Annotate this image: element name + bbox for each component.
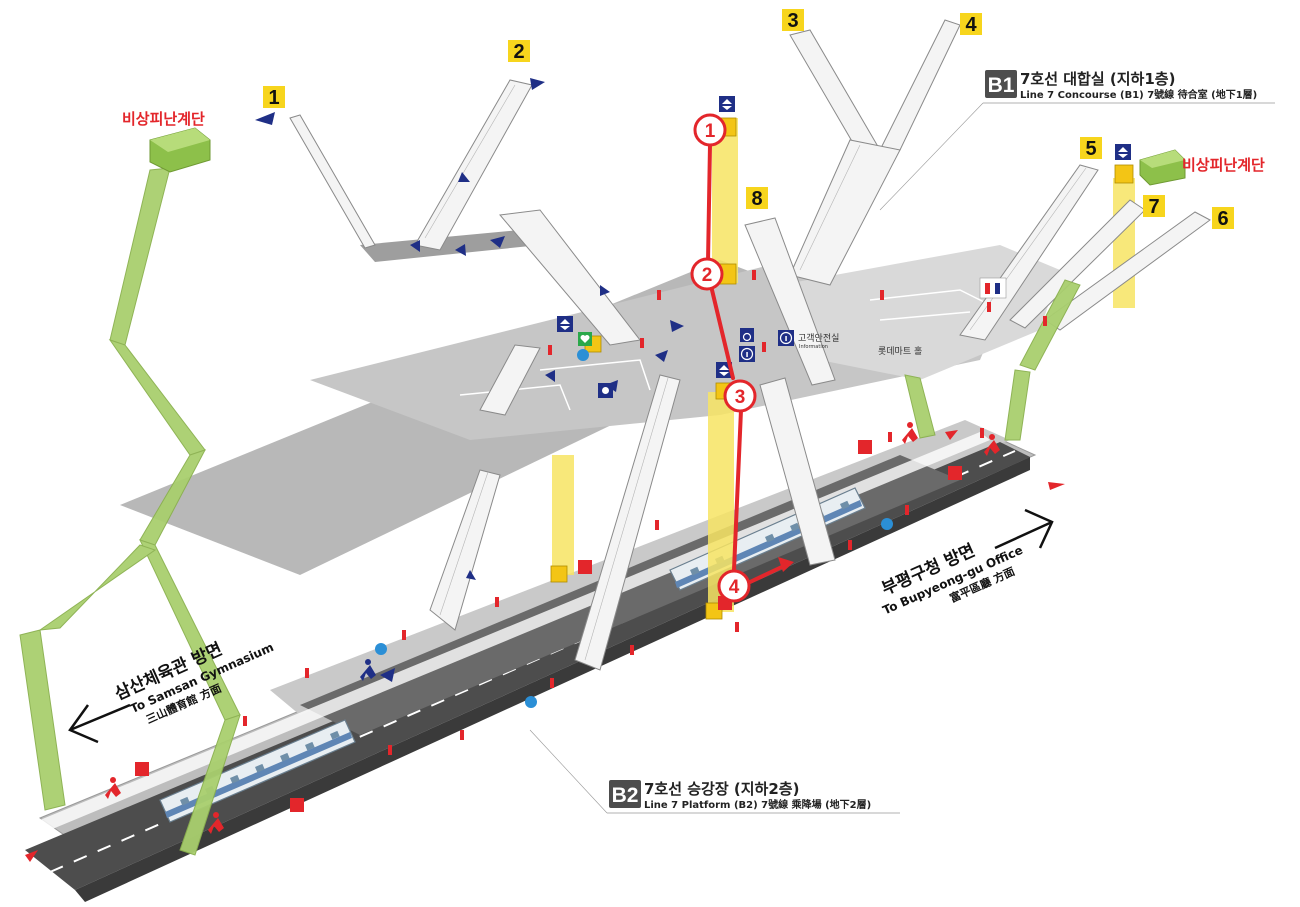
exit-8[interactable]: 8 xyxy=(746,187,768,210)
svg-text:8: 8 xyxy=(751,188,762,210)
escalator-exit-4 xyxy=(879,19,961,151)
direction-right: 부평구청 방면 To Bupyeong-gu Office 富平區廳 方面 xyxy=(878,540,1024,618)
level-b2-title: 7호선 승강장 (지하2층) xyxy=(644,780,799,798)
baby-care-icon xyxy=(598,383,613,398)
walkway-arrows xyxy=(255,78,684,682)
route-arrow-head xyxy=(778,557,794,572)
emergency-exit-signs xyxy=(105,422,1000,834)
info-center-label-en: Information xyxy=(799,344,828,350)
emergency-shaft-left-e xyxy=(179,714,241,856)
exit-6[interactable]: 6 xyxy=(1212,207,1234,230)
route-step-2: 2 xyxy=(690,257,724,291)
elevator-icon xyxy=(719,96,735,112)
svg-text:4: 4 xyxy=(729,577,740,598)
lotte-mart-label: 롯데마트 홀 xyxy=(878,345,922,357)
elevator-shaft-center-upper xyxy=(712,118,738,283)
level-b1-badge: B1 xyxy=(988,74,1015,97)
emergency-shaft-right-c xyxy=(904,374,936,439)
exit-labels: 1 2 3 4 5 6 7 8 xyxy=(263,9,1234,230)
level-b1-subtitle: Line 7 Concourse (B1) 7號線 待合室 (地下1層) xyxy=(1020,88,1257,101)
emergency-exit-sign-blue xyxy=(360,659,376,681)
route-step-1: 1 xyxy=(693,113,727,147)
svg-text:2: 2 xyxy=(513,41,524,63)
level-b2-caption: B2 7호선 승강장 (지하2층) Line 7 Platform (B2) 7… xyxy=(529,729,900,814)
svg-text:4: 4 xyxy=(965,14,977,36)
emergency-shaft-left-a xyxy=(109,167,171,346)
escalator-steps xyxy=(424,84,1087,661)
restroom-icon xyxy=(979,277,1007,299)
wheelchair-icon xyxy=(740,328,754,342)
exit-2[interactable]: 2 xyxy=(508,40,530,63)
escalator-platform-left xyxy=(429,469,501,631)
route-path xyxy=(706,143,788,584)
exit-7[interactable]: 7 xyxy=(1143,195,1165,218)
svg-text:3: 3 xyxy=(735,387,746,408)
platform-edge xyxy=(40,432,990,830)
emergency-stairs-label-right: 비상피난계단 xyxy=(1182,156,1265,174)
info-icon xyxy=(778,330,794,346)
emergency-shaft-left-b xyxy=(108,339,206,456)
level-b1-caption: B1 7호선 대합실 (지하1층) Line 7 Concourse (B1) … xyxy=(879,70,1275,211)
exit-5[interactable]: 5 xyxy=(1080,137,1102,160)
concourse-top-deck xyxy=(360,230,540,262)
escalator-concourse-left xyxy=(479,344,541,416)
level-b1-title: 7호선 대합실 (지하1층) xyxy=(1020,70,1175,88)
exit-3[interactable]: 3 xyxy=(782,9,804,32)
emergency-shaft-right-a xyxy=(1019,279,1081,371)
escalator-platform-center xyxy=(574,374,681,671)
direction-right-arrow-icon xyxy=(994,508,1054,550)
info-icon-secondary xyxy=(739,346,755,362)
svg-text:1: 1 xyxy=(268,87,279,109)
elevator-icon-concourse xyxy=(557,316,573,332)
elevator-icon-platform xyxy=(716,362,732,378)
aed-icon xyxy=(578,332,592,346)
svg-text:2: 2 xyxy=(702,265,713,286)
svg-text:3: 3 xyxy=(787,10,798,32)
svg-text:6: 6 xyxy=(1217,208,1228,230)
exit-4[interactable]: 4 xyxy=(960,13,982,36)
level-b2-badge: B2 xyxy=(612,784,639,807)
facility-icons xyxy=(375,96,1131,708)
exit-1[interactable]: 1 xyxy=(263,86,285,109)
emergency-shaft-left-f xyxy=(19,629,66,811)
level-b2-subtitle: Line 7 Platform (B2) 7號線 乘降場 (地下2層) xyxy=(644,798,871,811)
emergency-stair-shafts xyxy=(19,167,1081,856)
emergency-shaft-left-g xyxy=(38,544,157,631)
svg-text:7: 7 xyxy=(1148,196,1159,218)
elevator-shaft-left xyxy=(552,455,574,575)
emergency-stairs-label-left: 비상피난계단 xyxy=(122,110,205,128)
accessibility-circle-icons xyxy=(375,349,893,708)
escalator-exit-3-4-lower xyxy=(789,139,901,286)
elevator-icon-right xyxy=(1115,144,1131,160)
escalator-platform-right xyxy=(759,377,836,566)
direction-left-arrow-icon xyxy=(68,703,131,744)
info-center-label: 고객안전실 xyxy=(798,333,839,344)
fire-extinguishers xyxy=(243,270,1047,755)
route-step-3: 3 xyxy=(723,379,757,413)
svg-text:5: 5 xyxy=(1085,138,1096,160)
emergency-shaft-right-b xyxy=(1004,369,1031,441)
svg-text:1: 1 xyxy=(705,121,716,142)
escalators xyxy=(289,19,1211,671)
platform-end-arrows xyxy=(25,430,1065,862)
emergency-stair-boxes xyxy=(149,127,1186,186)
route-step-4: 4 xyxy=(717,569,751,603)
escalator-exit-3 xyxy=(789,29,881,156)
escalator-exit-1 xyxy=(289,114,376,249)
